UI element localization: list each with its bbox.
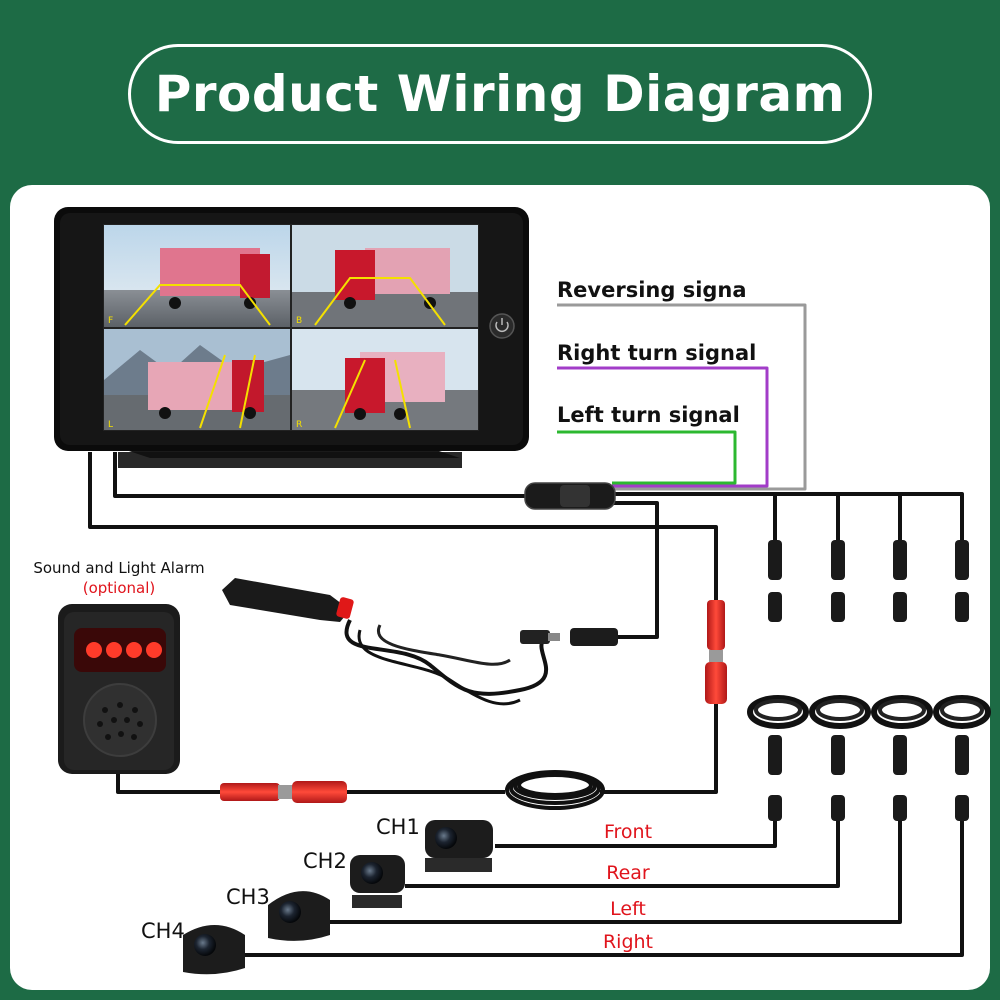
camera-feed-right <box>292 329 478 430</box>
power-cable <box>560 501 659 639</box>
monitor-icon: F B L R <box>54 207 529 468</box>
camera-icon <box>425 820 493 872</box>
cable-coil-icon <box>871 540 933 821</box>
cable-coil-icon <box>505 770 605 810</box>
left-turn-wire <box>557 430 737 485</box>
alarm-icon <box>58 604 180 774</box>
right-position-label: Right <box>603 931 653 953</box>
ch3-label: CH3 <box>226 885 270 909</box>
rear-position-label: Rear <box>606 862 650 884</box>
monitor-cable-2 <box>88 452 718 605</box>
ch1-cable <box>495 820 777 848</box>
camera-feed-front <box>104 225 290 327</box>
reversing-signal-label: Reversing signa <box>557 278 747 302</box>
left-position-label: Left <box>610 898 646 920</box>
left-turn-signal-label: Left turn signal <box>557 403 740 427</box>
cable-coil-icon <box>933 540 991 821</box>
camera-feed-rear <box>292 225 478 327</box>
ch2-cable <box>405 820 840 888</box>
ch2-label: CH2 <box>303 849 347 873</box>
alarm-label: Sound and Light Alarm <box>33 559 204 577</box>
quadrant-mark-front: F <box>108 316 113 326</box>
cable-coil-icon <box>809 540 871 821</box>
right-turn-wire <box>557 366 769 488</box>
harness-cable <box>113 452 525 498</box>
car-charger-icon <box>222 578 618 706</box>
quadrant-mark-rear: B <box>296 316 302 326</box>
camera-icon <box>183 925 245 975</box>
wires <box>88 303 964 957</box>
quadrant-mark-right: R <box>296 420 302 430</box>
harness-connector-icon <box>524 482 616 510</box>
camera-trunk <box>612 492 964 540</box>
cable-coil-icon <box>747 540 809 821</box>
camera-icon <box>268 891 330 941</box>
ch4-label: CH4 <box>141 919 185 943</box>
right-turn-signal-label: Right turn signal <box>557 341 756 365</box>
connector-icon <box>705 600 727 704</box>
alarm-cable <box>600 700 718 794</box>
quadrant-mark-left: L <box>108 420 113 430</box>
camera-icon <box>350 855 405 908</box>
ch3-cable <box>330 820 902 924</box>
front-position-label: Front <box>604 821 652 843</box>
reversing-wire <box>557 303 807 491</box>
camera-cable-assemblies <box>747 540 991 821</box>
connector-icon <box>220 781 347 803</box>
page-title: Product Wiring Diagram <box>154 65 846 123</box>
alarm-optional-label: (optional) <box>83 579 156 597</box>
camera-feed-left <box>104 329 290 430</box>
ch4-cable <box>245 820 964 957</box>
power-button-icon[interactable] <box>489 313 515 339</box>
ch1-label: CH1 <box>376 815 420 839</box>
title-banner: Product Wiring Diagram <box>128 44 872 144</box>
